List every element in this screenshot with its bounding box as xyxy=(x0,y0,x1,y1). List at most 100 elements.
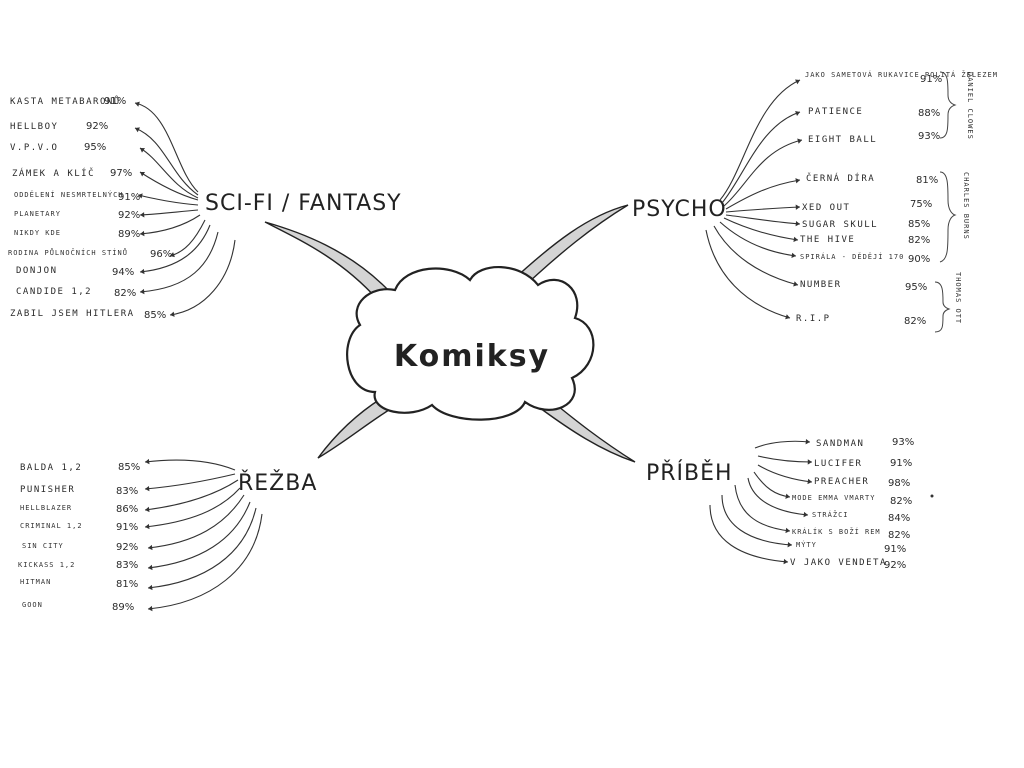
connector xyxy=(139,214,201,235)
list-item: KASTA METABARONŮ xyxy=(10,95,121,107)
list-item: KRÁLÍK S BOŽÍ REM xyxy=(792,527,881,536)
connector xyxy=(725,179,801,210)
arrowhead xyxy=(807,478,812,485)
arrowhead xyxy=(140,172,145,177)
arrowhead xyxy=(145,523,150,530)
arrowhead xyxy=(783,558,788,565)
connector xyxy=(721,494,793,546)
list-item: MÝTY xyxy=(796,540,817,549)
arrowhead xyxy=(145,458,150,465)
arrowhead xyxy=(795,110,800,117)
list-item: PUNISHER xyxy=(20,485,75,495)
list-item: LUCIFER xyxy=(814,459,862,469)
connector xyxy=(709,504,789,563)
author-brace xyxy=(939,71,957,139)
connector xyxy=(719,221,797,257)
arrowhead xyxy=(145,506,150,513)
connector xyxy=(734,484,791,532)
arrowhead xyxy=(135,101,140,107)
connector xyxy=(139,231,219,293)
cloud-shape xyxy=(346,266,595,421)
arrowhead xyxy=(795,178,800,184)
list-item-pct: 91% xyxy=(920,74,942,85)
connector xyxy=(719,79,801,201)
list-item: HELLBLAZER xyxy=(20,504,72,512)
arrowhead xyxy=(140,212,145,218)
list-item-pct: 97% xyxy=(110,168,132,179)
center-cloud: Komiksy xyxy=(346,266,595,421)
list-item-pct: 90% xyxy=(908,254,930,265)
list-item: SIN CITY xyxy=(22,542,64,550)
branch-scifi: KASTA METABARONŮ 91% HELLBOY 92% V.P.V.O… xyxy=(8,95,236,321)
arrowhead xyxy=(807,459,812,465)
connector xyxy=(134,102,199,193)
connector xyxy=(747,477,809,516)
connector xyxy=(723,139,803,207)
list-item: RODINA PŮLNOČNÍCH STÍNŮ xyxy=(8,248,128,257)
list-item-pct: 82% xyxy=(114,288,136,299)
stray-dot xyxy=(930,494,934,498)
list-item-pct: 86% xyxy=(116,504,138,515)
list-item-pct: 88% xyxy=(918,108,940,119)
list-item: HELLBOY xyxy=(10,122,58,132)
branch-pribeh: SANDMAN 93% LUCIFER 91% PREACHER 98% MOD… xyxy=(709,437,934,571)
connector xyxy=(723,217,799,241)
arrowhead xyxy=(170,311,175,317)
list-item-pct: 95% xyxy=(905,282,927,293)
connector xyxy=(144,479,239,511)
list-item-pct: 96% xyxy=(150,249,172,260)
list-item-pct: 92% xyxy=(86,121,108,132)
connector xyxy=(753,471,791,498)
list-item-pct: 92% xyxy=(884,560,906,571)
arrowhead xyxy=(803,511,808,518)
list-item-pct: 98% xyxy=(888,478,910,489)
arrowhead xyxy=(148,544,153,551)
arrowhead xyxy=(793,236,798,243)
connector xyxy=(139,171,199,201)
arrowheads xyxy=(135,79,812,612)
list-item: THE HIVE xyxy=(800,235,855,245)
list-item-pct: 91% xyxy=(104,96,126,107)
list-item-pct: 84% xyxy=(888,513,910,524)
arrowhead xyxy=(145,485,150,492)
list-item: EIGHT BALL xyxy=(808,135,877,145)
list-item-pct: 91% xyxy=(116,522,138,533)
arrowhead xyxy=(795,204,800,210)
arrowhead xyxy=(138,193,143,199)
list-item: GOON xyxy=(22,601,43,609)
list-item: V JAKO VENDETA xyxy=(790,558,887,568)
list-item: PATIENCE xyxy=(808,107,863,117)
connector xyxy=(137,194,199,206)
list-item: ODDĚLENÍ NESMRTELNÝCH xyxy=(14,190,124,199)
list-item-pct: 92% xyxy=(118,210,140,221)
list-item: R.I.P xyxy=(796,314,831,324)
list-item: NUMBER xyxy=(800,280,842,290)
list-item-pct: 91% xyxy=(890,458,912,469)
list-item: STRÁŽCI xyxy=(812,510,849,519)
list-item-pct: 93% xyxy=(892,437,914,448)
arrowhead xyxy=(787,541,792,548)
list-item: JAKO SAMETOVÁ RUKAVICE POLITÁ ŽELEZEM xyxy=(805,70,998,79)
arrowhead xyxy=(793,281,798,287)
list-item: PLANETARY xyxy=(14,210,61,218)
list-item: KICKASS 1,2 xyxy=(18,561,75,569)
list-item-pct: 94% xyxy=(112,267,134,278)
connector xyxy=(139,209,199,216)
branch-title-pribeh: PŘÍBĚH xyxy=(646,460,733,486)
arrowhead xyxy=(170,252,175,258)
list-item-pct: 93% xyxy=(918,131,940,142)
list-item-pct: 89% xyxy=(112,602,134,613)
list-item: SPIRÁLA - DĚDĚJÍ 170 xyxy=(800,252,904,261)
list-item: CRIMINAL 1,2 xyxy=(20,522,83,530)
branch-psycho: JAKO SAMETOVÁ RUKAVICE POLITÁ ŽELEZEM 91… xyxy=(705,70,998,333)
arrowhead xyxy=(785,527,790,534)
arrowhead xyxy=(140,268,145,275)
arrowhead xyxy=(148,584,153,591)
author-label: DANIEL CLOWES xyxy=(966,72,974,140)
list-item-pct: 91% xyxy=(884,544,906,555)
arrowhead xyxy=(795,220,800,227)
list-item: MODE EMMA VMARTY xyxy=(792,494,875,502)
connector xyxy=(144,459,236,471)
author-brace xyxy=(939,171,957,263)
list-item: XED OUT xyxy=(802,203,850,213)
